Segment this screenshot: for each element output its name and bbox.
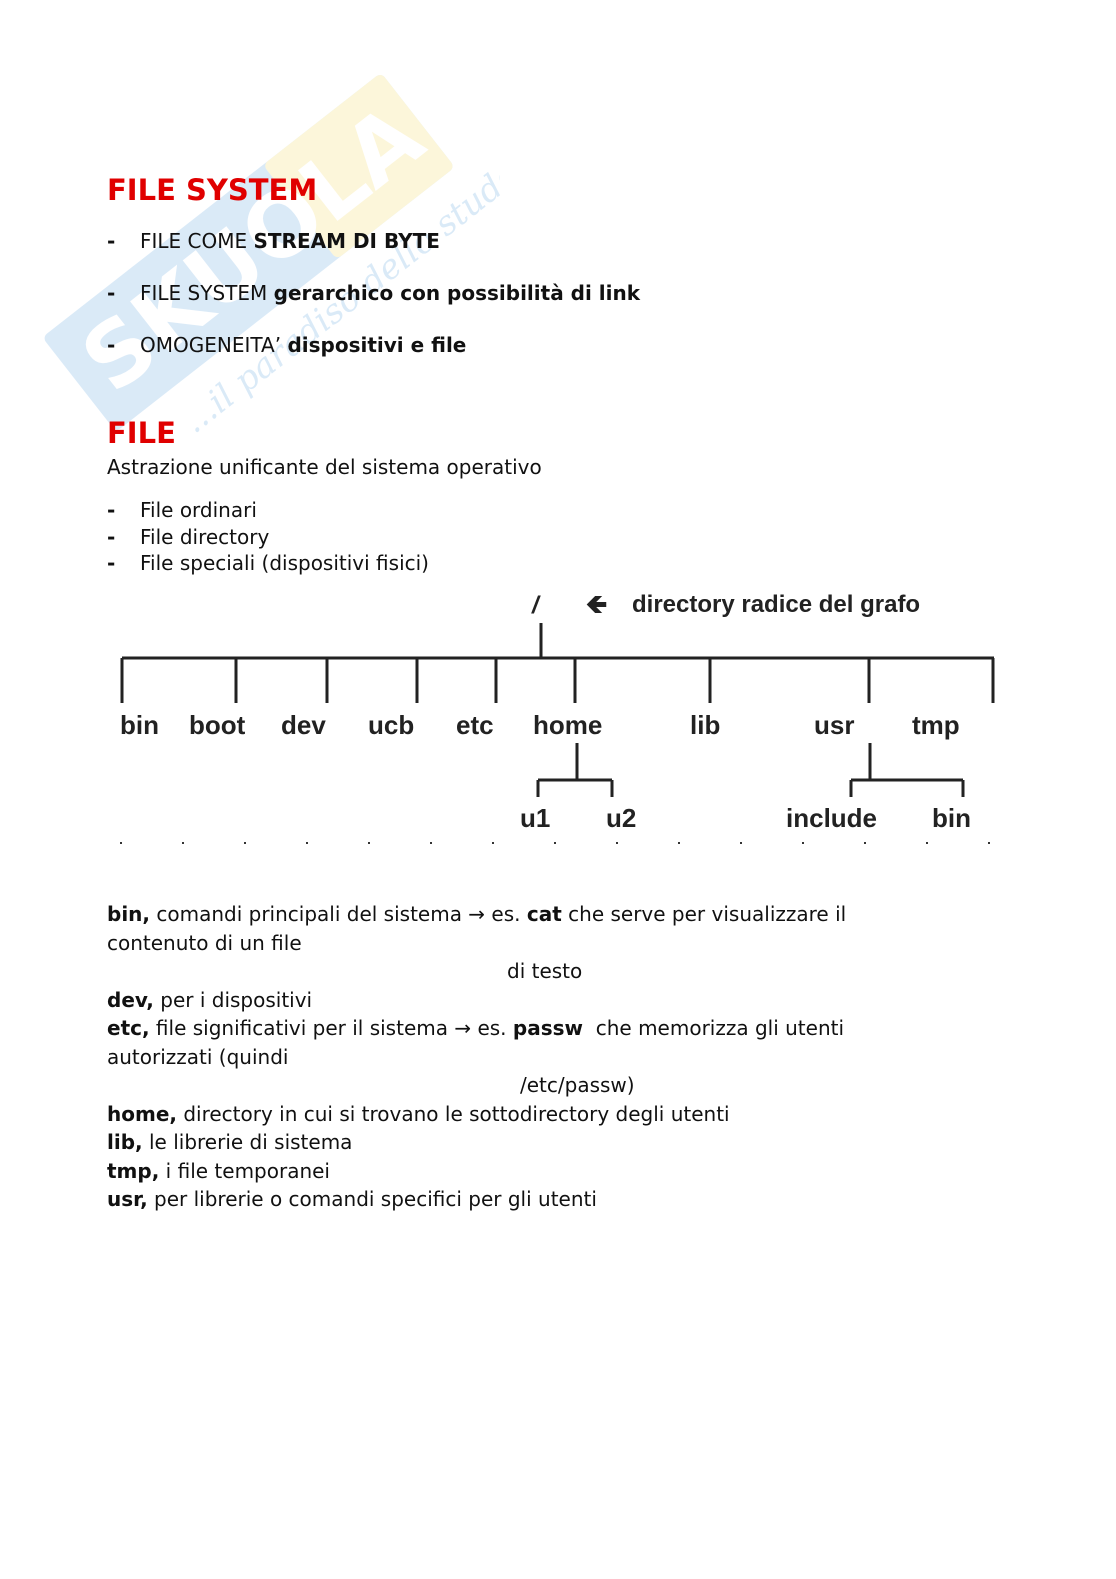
bullet-text: OMOGENEITA’ dispositivi e file xyxy=(140,333,466,357)
tree-dir-dev: dev xyxy=(281,710,326,740)
directory-definitions: bin, comandi principali del sistema → es… xyxy=(107,900,987,1214)
tree-dir-usr: usr xyxy=(814,710,854,740)
def-etc: etc, file significativi per il sistema →… xyxy=(107,1014,987,1043)
title-file: FILE xyxy=(107,416,176,450)
bullet-text: File speciali (dispositivi fisici) xyxy=(140,551,429,575)
def-usr: usr, per librerie o comandi specifici pe… xyxy=(107,1185,987,1214)
def-dev: dev, per i dispositivi xyxy=(107,986,987,1015)
tree-dir-boot: boot xyxy=(189,710,246,740)
def-etc-cont2: /etc/passw) xyxy=(520,1073,635,1097)
bullet-dash: - xyxy=(107,498,116,522)
def-bold: passw xyxy=(512,1016,584,1040)
tree-root-label: / xyxy=(531,592,541,619)
skuola-watermark-logo: SKUOLA.net ...il paradiso dello studente xyxy=(44,40,500,441)
def-term: bin, xyxy=(107,902,151,926)
title-file-system: FILE SYSTEM xyxy=(107,173,318,207)
def-text: file significativi per il sistema → es. xyxy=(149,1016,513,1040)
tree-dir-include: include xyxy=(786,803,877,833)
bullet-dash: - xyxy=(107,333,116,357)
def-text: le librerie di sistema xyxy=(142,1130,353,1154)
bullet-file-ordinari: - File ordinari xyxy=(107,498,257,522)
def-home: home, directory in cui si trovano le sot… xyxy=(107,1100,987,1129)
tree-dir-etc: etc xyxy=(456,710,494,740)
bullet-plain: FILE COME xyxy=(140,229,254,253)
def-text: directory in cui si trovano le sottodire… xyxy=(176,1101,730,1126)
bullet-dash: - xyxy=(107,281,116,305)
tree-dir-u2: u2 xyxy=(606,803,636,833)
bullet-text: FILE SYSTEM gerarchico con possibilità d… xyxy=(140,281,640,305)
def-term: lib, xyxy=(107,1130,143,1154)
def-term: tmp, xyxy=(107,1158,160,1183)
bullet-bold: gerarchico con possibilità di link xyxy=(273,281,641,305)
bullet-text: FILE COME STREAM DI BYTE xyxy=(140,229,440,253)
bullet-text: File directory xyxy=(140,525,270,549)
bullet-gerarchico: - FILE SYSTEM gerarchico con possibilità… xyxy=(107,281,640,305)
bullet-bold: dispositivi e file xyxy=(287,333,467,357)
def-bin: bin, comandi principali del sistema → es… xyxy=(107,900,987,929)
bullet-stream-di-byte: - FILE COME STREAM DI BYTE xyxy=(107,229,440,253)
tree-dir-home: home xyxy=(533,710,602,740)
def-term: home, xyxy=(107,1101,177,1126)
bullet-text: File ordinari xyxy=(140,498,257,522)
tree-root-caption: directory radice del grafo xyxy=(632,591,920,618)
def-term: etc, xyxy=(107,1016,150,1040)
def-text: per i dispositivi xyxy=(153,987,313,1012)
def-etc-cont: autorizzati (quindi xyxy=(107,1044,289,1069)
def-text: per librerie o comandi specifici per gli… xyxy=(147,1187,597,1211)
tree-dir-bin: bin xyxy=(120,710,159,740)
def-bin-cont: contenuto di un file xyxy=(107,930,302,955)
def-tmp: tmp, i file temporanei xyxy=(107,1157,987,1186)
bullet-dash: - xyxy=(107,229,116,253)
def-text: che memorizza gli utenti xyxy=(583,1016,845,1040)
bullet-dash: - xyxy=(107,525,116,549)
directory-tree-diagram: / 🡸 directory radice del grafo bin boot … xyxy=(120,589,1020,844)
def-bin-cont2: di testo xyxy=(507,959,583,983)
tree-dir-ucb: ucb xyxy=(368,710,414,740)
file-subtitle: Astrazione unificante del sistema operat… xyxy=(107,455,542,479)
def-text: che serve per visualizzare il xyxy=(561,902,847,926)
def-lib: lib, le librerie di sistema xyxy=(107,1128,987,1157)
bullet-plain: OMOGENEITA’ xyxy=(140,333,288,357)
def-text: i file temporanei xyxy=(159,1158,330,1183)
def-bold: cat xyxy=(526,902,562,926)
bullet-plain: FILE SYSTEM xyxy=(140,281,274,305)
def-text: comandi principali del sistema → es. xyxy=(150,902,527,926)
bullet-file-directory: - File directory xyxy=(107,525,269,549)
def-term: usr, xyxy=(107,1187,148,1211)
tree-dir-u1: u1 xyxy=(520,803,550,833)
bullet-file-speciali: - File speciali (dispositivi fisici) xyxy=(107,551,429,575)
tree-dir-tmp: tmp xyxy=(912,710,960,740)
bullet-dash: - xyxy=(107,551,116,575)
bullet-omogeneita: - OMOGENEITA’ dispositivi e file xyxy=(107,333,466,357)
arrow-left-icon: 🡸 xyxy=(586,589,607,619)
def-term: dev, xyxy=(107,987,154,1012)
bullet-bold: STREAM DI BYTE xyxy=(253,229,440,253)
tree-dir-usr-bin: bin xyxy=(932,803,971,833)
tree-dir-lib: lib xyxy=(690,710,720,740)
